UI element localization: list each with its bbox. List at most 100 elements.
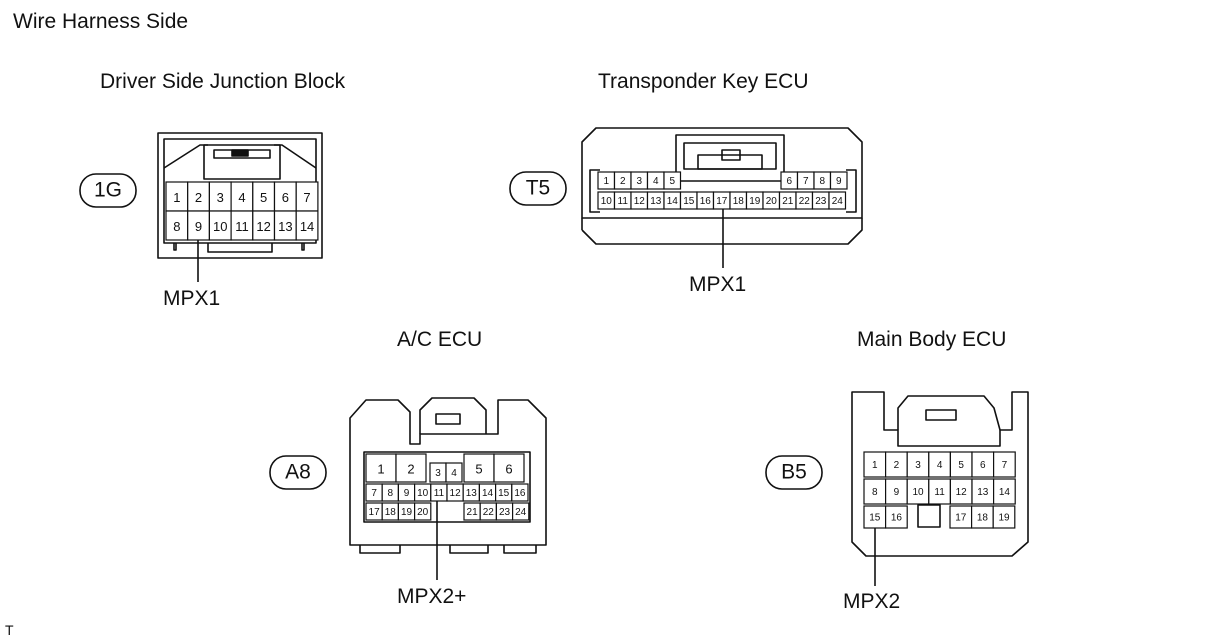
pin-1g-label: 10 [213,219,227,234]
pin-1g-label: 9 [195,219,202,234]
pin-b5-label: 17 [955,513,967,524]
pin-t5-label: 8 [819,176,825,187]
page-title: Wire Harness Side [13,10,189,33]
pin-b5-label: 8 [872,487,878,498]
pin-t5-cell [829,171,848,190]
pin-b5-label: 15 [869,513,881,524]
pin-1g-label: 1 [173,190,180,205]
pin-b5-label: 13 [977,487,989,498]
pin-t5-label: 7 [803,176,809,187]
pin-1g-label: 5 [260,190,267,205]
pin-t5-label: 20 [766,196,778,207]
pin-a8-cell [414,502,432,521]
pin-b5-cell [992,451,1016,478]
pin-a8-label: 10 [417,488,429,499]
pin-b5-label: 1 [872,460,878,471]
pin-b5-label: 16 [891,513,903,524]
pin-b5-label: 9 [894,487,900,498]
pin-b5-label: 19 [998,513,1010,524]
connector-badge-a8 [269,455,327,490]
pin-b5-label: 6 [980,460,986,471]
pin-a8-label: 8 [388,488,394,499]
pin-1g-label: 13 [278,219,292,234]
connector-mb [851,391,1029,557]
pin-a8-label: 2 [407,462,414,477]
pin-1g-cell [295,210,319,241]
pin-t5-label: 23 [815,196,827,207]
pin-b5-cell [992,478,1016,505]
pin-a8-cell [511,502,530,521]
connector-badge-b5 [765,455,823,490]
pin-t5-label: 18 [733,196,745,207]
pin-a8-label: 14 [482,488,494,499]
pin-1g-label: 14 [300,219,314,234]
pin-t5-label: 11 [618,196,629,207]
connector-title-tke: Transponder Key ECU [598,70,809,93]
pin-a8-label: 12 [450,488,462,499]
pin-t5-label: 24 [832,196,844,207]
pin-t5-cell [828,191,847,210]
pin-a8-cell [445,462,463,483]
pin-a8-label: 24 [515,507,527,518]
pin-a8-label: 23 [499,507,511,518]
pin-b5-label: 2 [894,460,900,471]
pin-a8-label: 17 [369,507,381,518]
connector-badge-1g [79,173,137,208]
pin-a8-label: 21 [467,507,479,518]
pin-b5-label: 10 [912,487,924,498]
connector-ac [349,397,547,554]
pin-t5-label: 1 [603,176,609,187]
connector-title-djb: Driver Side Junction Block [100,70,346,93]
corner-mark: T [5,622,14,638]
pin-a8-label: 11 [434,488,445,499]
pin-t5-label: 4 [653,176,659,187]
pin-a8-label: 1 [377,462,384,477]
pin-t5-label: 6 [786,176,792,187]
connector-tke [581,127,863,245]
pin-b5-label: 3 [915,460,921,471]
pin-a8-label: 4 [451,468,457,479]
pin-b5-label: 7 [1002,460,1008,471]
pin-a8-label: 22 [483,507,495,518]
connector-code-1g: 1G [94,179,122,202]
connector-badge-t5 [509,171,567,206]
pin-t5-label: 15 [683,196,695,207]
connector-code-b5: B5 [781,461,807,484]
pin-a8-cell [493,453,525,483]
pin-t5-label: 14 [667,196,679,207]
wire-label-djb: MPX1 [163,287,221,310]
pin-a8-label: 19 [401,507,413,518]
wire-label-tke: MPX1 [689,273,747,296]
pin-a8-label: 6 [505,462,512,477]
pin-1g-label: 7 [303,190,310,205]
pin-t5-label: 17 [716,196,728,207]
pin-1g-label: 6 [282,190,289,205]
pin-t5-label: 12 [634,196,646,207]
pin-1g-label: 12 [256,219,270,234]
pin-t5-label: 22 [799,196,811,207]
pin-t5-label: 13 [650,196,662,207]
pin-a8-cell [395,453,427,483]
pin-b5-label: 12 [956,487,968,498]
pin-t5-label: 21 [782,196,794,207]
connector-code-t5: T5 [526,177,551,200]
pin-a8-cell [365,453,397,483]
pin-1g-label: 11 [235,219,249,234]
pin-a8-label: 9 [404,488,410,499]
pin-t5-label: 5 [669,176,675,187]
connector-title-ac: A/C ECU [397,328,483,351]
pin-t5-cell [663,171,682,190]
pin-b5-label: 4 [937,460,943,471]
pin-a8-label: 15 [498,488,510,499]
pin-a8-label: 13 [466,488,478,499]
pin-b5-label: 14 [999,487,1011,498]
pin-a8-cell [511,483,529,502]
pin-t5-label: 16 [700,196,712,207]
pin-t5-label: 2 [620,176,626,187]
pin-1g-label: 8 [173,219,180,234]
pin-b5-label: 11 [934,487,945,498]
pin-t5-label: 9 [836,176,842,187]
pin-b5-label: 18 [977,513,989,524]
